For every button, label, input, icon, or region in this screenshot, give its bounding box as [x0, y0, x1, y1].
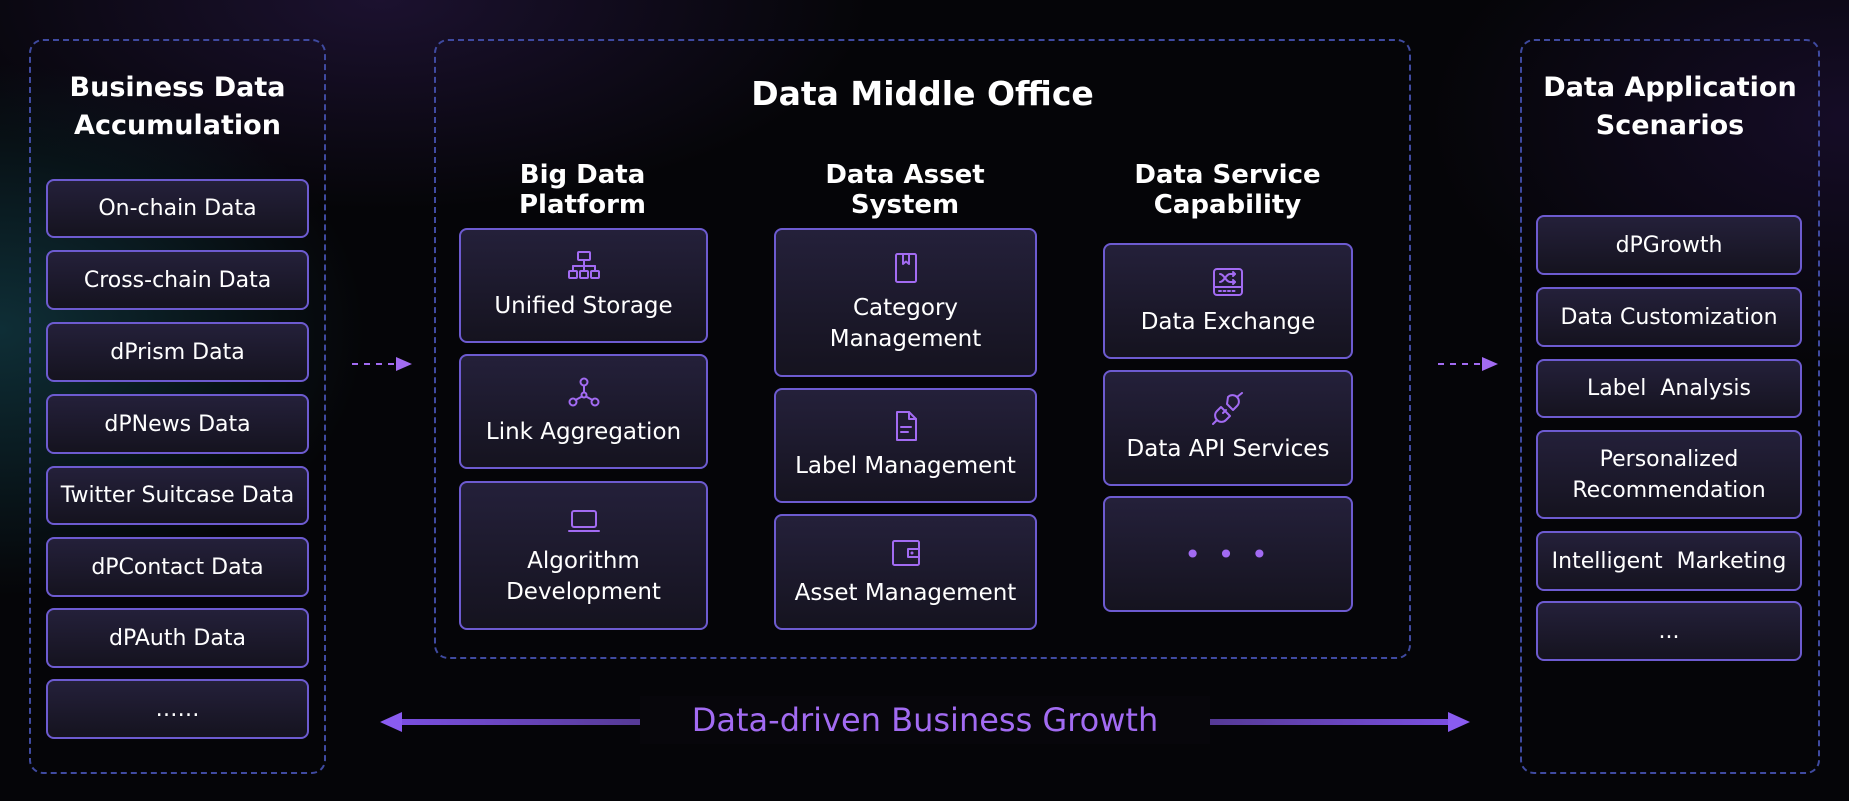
left-item-dpauth: dPAuth Data [46, 608, 309, 668]
tile-label: Data API Services [1126, 435, 1330, 462]
arrow-to-middle-office-icon [352, 357, 412, 371]
application-scenarios-panel: Data Application Scenarios [1520, 39, 1820, 774]
right-item-intelligent-marketing: Intelligent Marketing [1536, 531, 1802, 591]
tile-label: Data Exchange [1140, 308, 1316, 335]
tile-algorithm-development: Algorithm Development [459, 481, 708, 630]
left-item-dpnews: dPNews Data [46, 394, 309, 454]
tile-label-line2: Development [506, 578, 661, 605]
right-item-data-customization: Data Customization [1536, 287, 1802, 347]
more-dots-icon: • • • [1184, 537, 1272, 571]
right-item-personalized-recommendation: Personalized Recommendation [1536, 430, 1802, 519]
tile-label: Asset Management [794, 579, 1017, 606]
network-nodes-icon [568, 377, 599, 407]
tile-asset-management: Asset Management [774, 514, 1037, 630]
tile-label: Label Management [795, 453, 1016, 479]
book-icon [894, 252, 917, 283]
tile-link-aggregation: Link Aggregation [459, 354, 708, 469]
middle-office-title: Data Middle Office [751, 74, 1094, 113]
left-item-crosschain: Cross-chain Data [46, 250, 309, 310]
left-item-dprism: dPrism Data [46, 322, 309, 382]
left-item-twitter-suitcase: Twitter Suitcase Data [46, 466, 309, 525]
tile-more: • • • [1103, 496, 1353, 612]
document-icon [895, 411, 917, 441]
tile-data-api-services: Data API Services [1103, 370, 1353, 486]
tile-label: Unified Storage [494, 293, 673, 319]
left-item-onchain: On-chain Data [46, 179, 309, 238]
left-item-more: …… [46, 679, 309, 739]
tile-label-line2: Management [829, 325, 982, 352]
tile-unified-storage: Unified Storage [459, 228, 708, 343]
business-data-title: Business Data Accumulation [69, 72, 286, 141]
middle-office-panel: Data Middle Office [434, 39, 1411, 659]
arrow-to-applications-icon [1438, 357, 1498, 371]
right-item-label-analysis: Label Analysis [1536, 359, 1802, 418]
laptop-icon [567, 509, 600, 532]
column-title-data-asset-system: Data Asset System [825, 160, 985, 220]
wallet-icon [891, 539, 920, 566]
application-scenarios-title: Data Application Scenarios [1543, 72, 1797, 141]
hierarchy-icon [567, 251, 600, 279]
column-title-big-data-platform: Big Data Platform [518, 160, 647, 220]
plug-icon [1212, 391, 1243, 425]
growth-label: Data-driven Business Growth [640, 696, 1210, 744]
tile-label-management: Label Management [774, 388, 1037, 503]
tile-label: Link Aggregation [485, 419, 682, 445]
right-item-dpgrowth: dPGrowth [1536, 215, 1802, 275]
tile-category-management: Category Management [774, 228, 1037, 377]
tile-label-line1: Category [852, 294, 959, 321]
business-data-panel: Business Data Accumulation [29, 39, 326, 774]
left-item-dpcontact: dPContact Data [46, 537, 309, 597]
tile-label-line1: Algorithm [527, 547, 640, 574]
exchange-icon [1213, 267, 1243, 296]
right-item-more: ... [1536, 601, 1802, 661]
tile-data-exchange: Data Exchange [1103, 243, 1353, 359]
column-title-data-service-capability: Data Service Capability [1134, 160, 1321, 220]
